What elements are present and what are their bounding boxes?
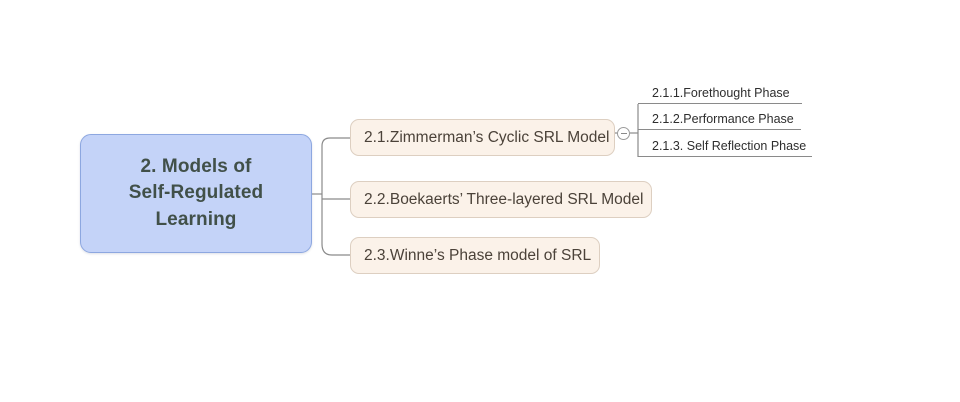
root-node-label: 2. Models of Self-Regulated Learning <box>128 156 264 230</box>
root-node[interactable]: 2. Models of Self-Regulated Learning <box>80 134 312 253</box>
branch-node-2-1-label: 2.1.Zimmerman’s Cyclic SRL Model <box>364 128 610 146</box>
connector-root-to-branch-0 <box>321 137 350 147</box>
branch-node-2-2[interactable]: 2.2.Boekaerts’ Three-layered SRL Model <box>350 181 652 218</box>
leaf-node-2-1-2[interactable]: 2.1.2.Performance Phase <box>638 111 801 130</box>
leaf-node-2-1-2-label: 2.1.2.Performance Phase <box>652 112 794 127</box>
branch-node-2-3-label: 2.3.Winne’s Phase model of SRL <box>364 246 592 264</box>
branch-node-2-1[interactable]: 2.1.Zimmerman’s Cyclic SRL Model <box>350 119 615 156</box>
leaf-node-2-1-1[interactable]: 2.1.1.Forethought Phase <box>638 85 802 104</box>
leaf-node-2-1-3-label: 2.1.3. Self Reflection Phase <box>652 139 807 154</box>
leaf-node-2-1-1-label: 2.1.1.Forethought Phase <box>652 86 790 101</box>
connector-root-to-branch-2 <box>321 243 350 256</box>
leaf-node-2-1-3[interactable]: 2.1.3. Self Reflection Phase <box>638 138 812 157</box>
branch-node-2-3[interactable]: 2.3.Winne’s Phase model of SRL <box>350 237 600 274</box>
collapse-minus-icon[interactable] <box>617 127 630 140</box>
branch-node-2-2-label: 2.2.Boekaerts’ Three-layered SRL Model <box>364 190 644 208</box>
